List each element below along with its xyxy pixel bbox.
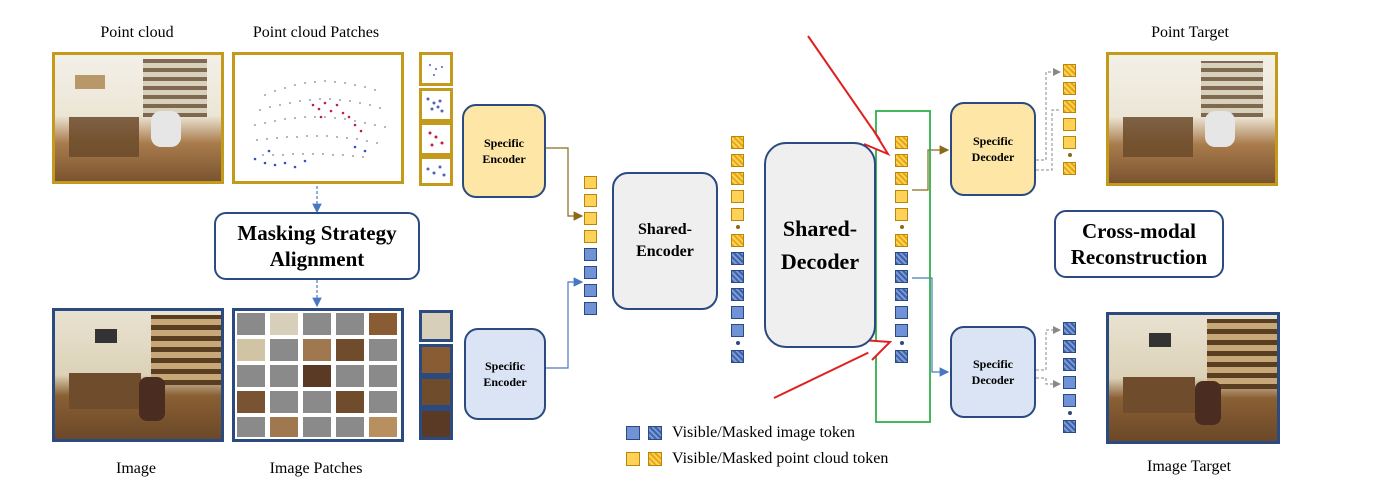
token-point-visible <box>731 190 744 203</box>
token-point-visible <box>584 194 597 207</box>
point-patch-thumb-2 <box>419 88 453 122</box>
label-image-patches: Image Patches <box>269 460 363 477</box>
arrow-image-target-top <box>1036 326 1061 371</box>
legend-point-token-label: Visible/Masked point cloud token <box>672 450 889 467</box>
token-image-visible <box>584 302 597 315</box>
token-point-visible <box>1063 118 1076 131</box>
token-image-visible <box>1063 394 1076 407</box>
token-point-masked <box>1063 100 1076 113</box>
token-image-masked <box>1063 358 1076 371</box>
point-cloud-patches-image <box>232 52 404 184</box>
image-patch-thumb-3 <box>419 376 453 408</box>
token-image-visible <box>584 266 597 279</box>
specific-decoder-image: Specific Decoder <box>950 326 1036 418</box>
token-image-masked <box>731 288 744 301</box>
point-patch-thumb-3 <box>419 122 453 156</box>
specific-encoder-image: Specific Encoder <box>464 328 546 420</box>
token-image-visible <box>1063 376 1076 389</box>
token-point-masked <box>895 154 908 167</box>
arrow-image-target-bottom <box>1036 377 1061 388</box>
token-point-masked <box>895 234 908 247</box>
ellipsis-dot <box>736 341 740 345</box>
ellipsis-dot <box>900 341 904 345</box>
legend-point-masked-swatch <box>648 452 662 466</box>
image-patch-thumb-2 <box>419 344 453 376</box>
cross-modal-box: Cross-modal Reconstruction <box>1054 210 1224 278</box>
token-image-visible <box>895 324 908 337</box>
shared-decoder-box: Shared-Decoder <box>764 142 876 348</box>
legend-image-masked-swatch <box>648 426 662 440</box>
label-point-cloud-patches: Point cloud Patches <box>252 24 380 41</box>
patch-grid <box>237 313 397 437</box>
token-image-visible <box>895 306 908 319</box>
label-image-target: Image Target <box>1146 458 1232 475</box>
token-point-visible <box>1063 136 1076 149</box>
token-point-masked <box>895 136 908 149</box>
token-image-masked <box>731 350 744 363</box>
point-cloud-image <box>52 52 224 184</box>
token-point-masked <box>1063 64 1076 77</box>
token-point-masked <box>731 172 744 185</box>
image-photo <box>52 308 224 442</box>
arrow-point-enc <box>546 147 584 221</box>
label-point-target: Point Target <box>1151 24 1229 41</box>
token-image-masked <box>1063 420 1076 433</box>
token-image-masked <box>895 252 908 265</box>
token-point-masked <box>731 154 744 167</box>
point-target-image <box>1106 52 1278 186</box>
ellipsis-dot <box>900 225 904 229</box>
legend-point-visible-swatch <box>626 452 640 466</box>
token-point-masked <box>1063 82 1076 95</box>
specific-decoder-point: Specific Decoder <box>950 102 1036 196</box>
token-point-masked <box>731 234 744 247</box>
token-point-visible <box>895 208 908 221</box>
label-point-cloud: Point cloud <box>100 24 174 41</box>
red-arrow-bottom <box>773 339 893 399</box>
token-image-masked <box>895 270 908 283</box>
token-image-visible <box>584 248 597 261</box>
token-point-visible <box>895 190 908 203</box>
point-cloud-scatter <box>253 80 386 169</box>
legend-image-token-label: Visible/Masked image token <box>672 424 855 441</box>
token-image-masked <box>895 350 908 363</box>
red-arrow-top <box>807 35 891 157</box>
arrow-point-dec <box>912 145 950 191</box>
ellipsis-dot <box>1068 153 1072 157</box>
highlight-rectangle <box>875 110 931 423</box>
token-point-visible <box>584 230 597 243</box>
image-target-photo <box>1106 312 1280 444</box>
image-patches-grid <box>232 308 404 442</box>
token-point-visible <box>584 212 597 225</box>
token-image-visible <box>731 324 744 337</box>
token-image-masked <box>895 288 908 301</box>
token-point-masked <box>895 172 908 185</box>
token-point-masked <box>731 136 744 149</box>
token-image-masked <box>731 252 744 265</box>
arrow-image-enc <box>546 277 584 369</box>
masking-strategy-box: Masking Strategy Alignment <box>214 212 420 280</box>
point-patch-thumb-1 <box>419 52 453 86</box>
arrow-point-target-top <box>1036 68 1061 161</box>
point-patch-thumb-4 <box>419 156 453 186</box>
legend-image-visible-swatch <box>626 426 640 440</box>
shared-encoder-box: Shared-Encoder <box>612 172 718 310</box>
token-image-visible <box>584 284 597 297</box>
image-patch-thumb-1 <box>419 310 453 342</box>
ellipsis-dot <box>736 225 740 229</box>
specific-encoder-point: Specific Encoder <box>462 104 546 198</box>
arrow-image-dec <box>912 277 950 377</box>
token-point-visible <box>584 176 597 189</box>
token-image-masked <box>1063 322 1076 335</box>
ellipsis-dot <box>1068 411 1072 415</box>
token-point-visible <box>731 208 744 221</box>
token-image-visible <box>731 306 744 319</box>
token-image-masked <box>1063 340 1076 353</box>
label-image: Image <box>116 460 156 477</box>
image-patch-thumb-4 <box>419 408 453 440</box>
token-point-masked <box>1063 162 1076 175</box>
arrow-point-target-mid <box>1036 109 1060 171</box>
token-image-masked <box>731 270 744 283</box>
